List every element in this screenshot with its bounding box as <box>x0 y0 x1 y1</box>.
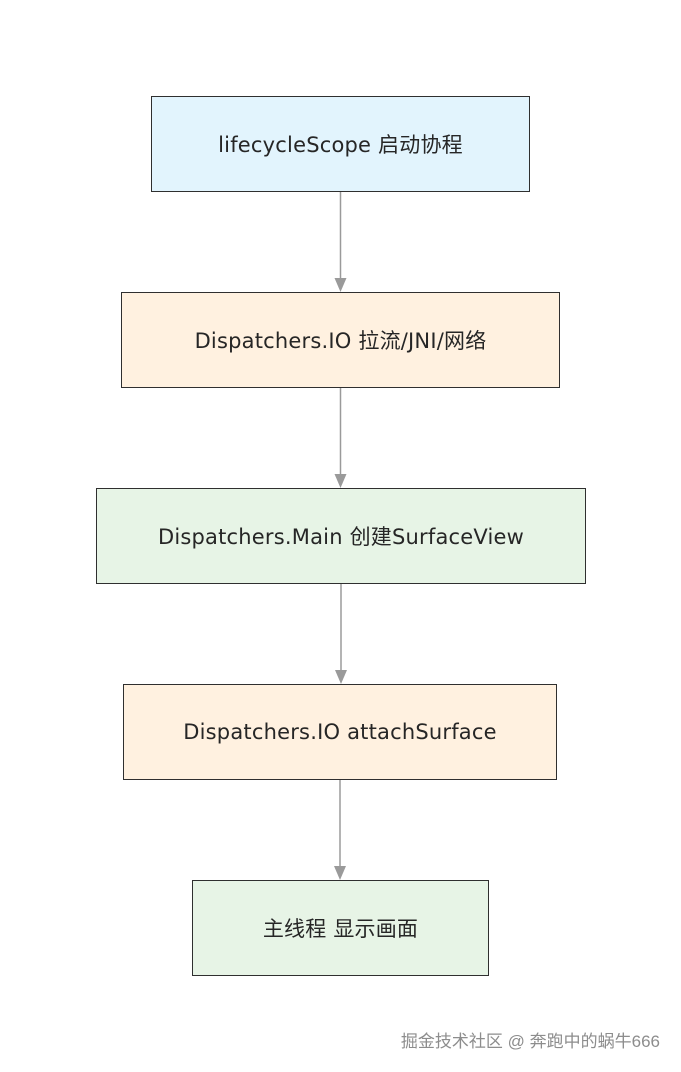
node-main-thread-display: 主线程 显示画面 <box>192 880 489 976</box>
node-lifecyclescope: lifecycleScope 启动协程 <box>151 96 530 192</box>
node-dispatchers-io-attach: Dispatchers.IO attachSurface <box>123 684 557 780</box>
node-dispatchers-main-surfaceview: Dispatchers.Main 创建SurfaceView <box>96 488 586 584</box>
node-dispatchers-main-surfaceview-label: Dispatchers.Main 创建SurfaceView <box>157 525 525 549</box>
edge-arrowhead-4 <box>334 866 346 880</box>
edge-arrowhead-1 <box>334 278 347 292</box>
node-dispatchers-io-stream-label: Dispatchers.IO 拉流/JNI/网络 <box>194 329 487 353</box>
node-main-thread-display-label: 主线程 显示画面 <box>262 917 419 941</box>
edge-arrowhead-2 <box>334 474 347 488</box>
edge-arrowhead-3 <box>335 670 347 684</box>
node-dispatchers-io-attach-label: Dispatchers.IO attachSurface <box>183 720 497 744</box>
node-dispatchers-io-stream: Dispatchers.IO 拉流/JNI/网络 <box>121 292 560 388</box>
watermark: 掘金技术社区 @ 奔跑中的蜗牛666 <box>400 1032 660 1051</box>
node-lifecyclescope-label: lifecycleScope 启动协程 <box>218 133 463 157</box>
